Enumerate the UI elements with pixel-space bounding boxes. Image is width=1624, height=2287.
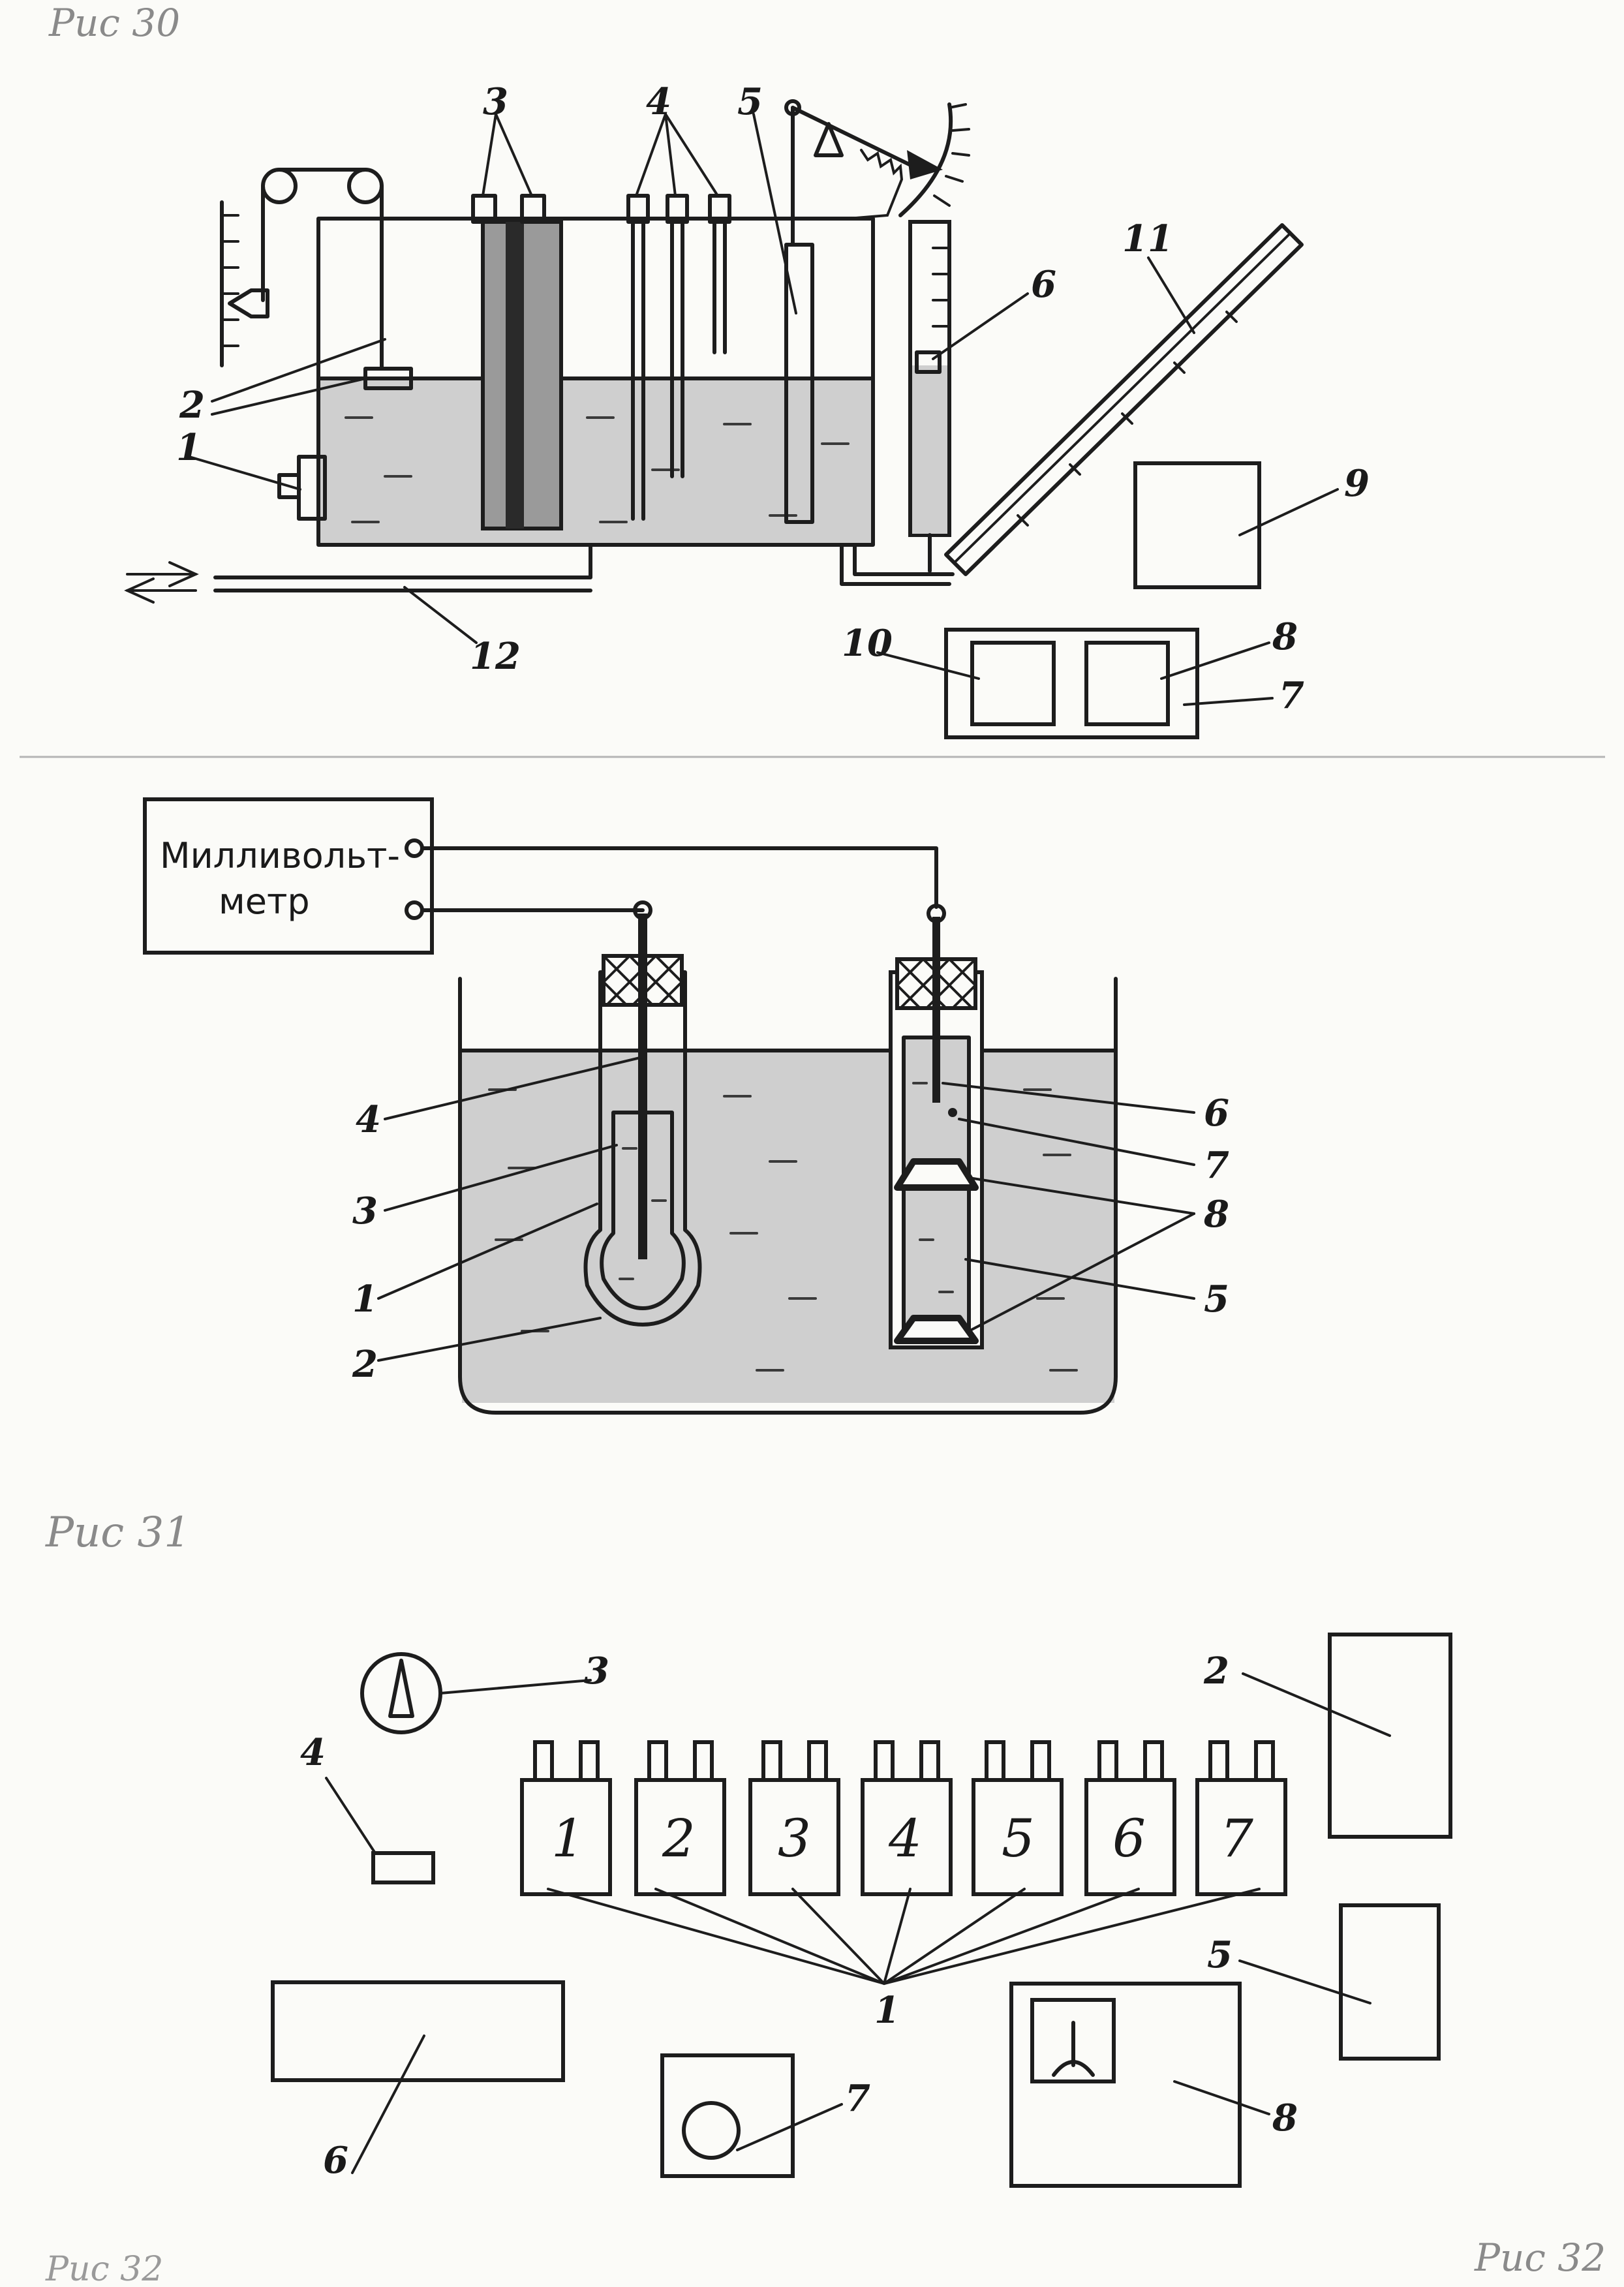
inclined-manometer	[944, 223, 1304, 576]
beaker	[458, 977, 1118, 1415]
plug-bottom	[894, 1315, 979, 1344]
caption-fig30: Рис 30	[48, 1, 180, 45]
cell-7: 7	[1195, 1740, 1287, 1896]
level-marker-6	[915, 350, 942, 374]
fig31-labels: 1 2 3 4 5 6 7 8	[352, 1092, 1229, 1386]
cell-5: 5	[972, 1740, 1064, 1896]
lever-arm	[791, 106, 922, 172]
lever-fulcrum	[814, 122, 844, 157]
fig31-label-2: 2	[352, 1343, 378, 1386]
fig31-label-8: 8	[1203, 1193, 1229, 1236]
cell-1: 1	[520, 1740, 612, 1896]
fig30-label-11: 11	[1122, 217, 1173, 260]
tank	[316, 217, 875, 547]
fig30-label-3: 3	[483, 80, 508, 123]
figure-31: Милливольт- метр	[45, 797, 1229, 1557]
fig31-label-6: 6	[1204, 1092, 1229, 1135]
millivoltmeter-line-1: Милливольт-	[160, 835, 400, 876]
manometer-ticks	[1017, 311, 1238, 527]
liquid-dashes	[345, 416, 850, 523]
figure-32: 1 2 3 4 5 6 7	[45, 1633, 1606, 2287]
fig31-label-4: 4	[356, 1098, 381, 1141]
beaker-liquid	[462, 1051, 1114, 1403]
rod-5	[784, 243, 814, 524]
level-pointer	[228, 288, 269, 318]
fig32-label-7: 7	[845, 2077, 870, 2120]
fig30-label-9: 9	[1344, 462, 1370, 505]
glass-electrode-inner	[600, 1111, 686, 1310]
glass-electrode	[583, 970, 702, 1327]
tank-liquid	[318, 378, 873, 545]
pulley-right	[347, 168, 384, 204]
panel-7	[944, 628, 1199, 739]
cell-4: 4	[861, 1740, 953, 1896]
cell-7-number: 7	[1220, 1808, 1253, 1869]
fig32-label-8: 8	[1272, 2096, 1298, 2140]
lever-spring	[847, 149, 904, 220]
caption-fig31: Рис 31	[45, 1509, 191, 1557]
fig31-label-7: 7	[1204, 1144, 1229, 1187]
display-8	[1084, 641, 1170, 726]
gauge-pointer	[907, 150, 943, 179]
cell-6-number: 6	[1112, 1808, 1146, 1869]
box-6	[271, 1980, 565, 2082]
fig31-leaders	[377, 1056, 1195, 1362]
fig32-label-4: 4	[300, 1731, 326, 1774]
fig32-leaders	[325, 1672, 1391, 2174]
block-4	[371, 1851, 435, 1884]
gauge-arc	[898, 102, 953, 217]
fig30-label-8: 8	[1272, 615, 1298, 658]
fig31-label-1: 1	[352, 1278, 378, 1321]
fig31-label-5: 5	[1204, 1278, 1229, 1321]
display-10	[970, 641, 1056, 726]
fig30-label-4: 4	[646, 80, 671, 123]
level-scale-ticks	[221, 214, 239, 347]
fig32-labels: 1 2 3 4 5 6 7 8	[300, 1650, 1298, 2182]
caption-fig32-left: Рис 32	[45, 2250, 163, 2287]
fig30-label-6: 6	[1031, 263, 1056, 306]
cell-1-number: 1	[551, 1808, 585, 1869]
wire-top	[420, 846, 938, 909]
millivoltmeter-line-2: метр	[219, 881, 310, 922]
fig30-leaders	[188, 113, 1339, 706]
fig30-label-1: 1	[176, 426, 202, 469]
fig30-labels: 1 2 3 4 5 6 7 8 9 10 11 12	[176, 80, 1370, 717]
fig30-label-12: 12	[470, 635, 521, 678]
fig30-label-7: 7	[1279, 674, 1304, 717]
plug-top	[894, 1158, 979, 1191]
box-5	[1339, 1903, 1441, 2061]
fig32-label-6: 6	[323, 2139, 348, 2182]
millivoltmeter	[143, 797, 434, 955]
cell-5-number: 5	[1002, 1808, 1035, 1869]
fig32-label-2: 2	[1203, 1650, 1229, 1693]
fig30-label-5: 5	[737, 80, 763, 123]
cell-4-number: 4	[888, 1808, 922, 1869]
cell-2: 2	[634, 1740, 726, 1896]
fig31-label-3: 3	[352, 1190, 378, 1233]
fig30-label-2: 2	[179, 384, 205, 427]
caption-fig32-right: Рис 32	[1474, 2235, 1606, 2280]
meter-8	[1009, 1982, 1242, 2188]
cell-3: 3	[748, 1740, 840, 1896]
pulley-left	[261, 168, 298, 204]
fig32-label-3: 3	[584, 1650, 609, 1693]
box-9	[1133, 461, 1261, 589]
fig32-label-1: 1	[874, 1989, 900, 2032]
fig32-label-5: 5	[1207, 1933, 1233, 1976]
fig30-label-10: 10	[842, 622, 893, 665]
cell-6: 6	[1084, 1740, 1176, 1896]
cell-3-number: 3	[778, 1808, 811, 1869]
box-2	[1328, 1633, 1452, 1839]
figure-30: Рис 30	[48, 1, 1370, 739]
cell-2-number: 2	[662, 1808, 696, 1869]
box-7	[660, 2053, 795, 2178]
